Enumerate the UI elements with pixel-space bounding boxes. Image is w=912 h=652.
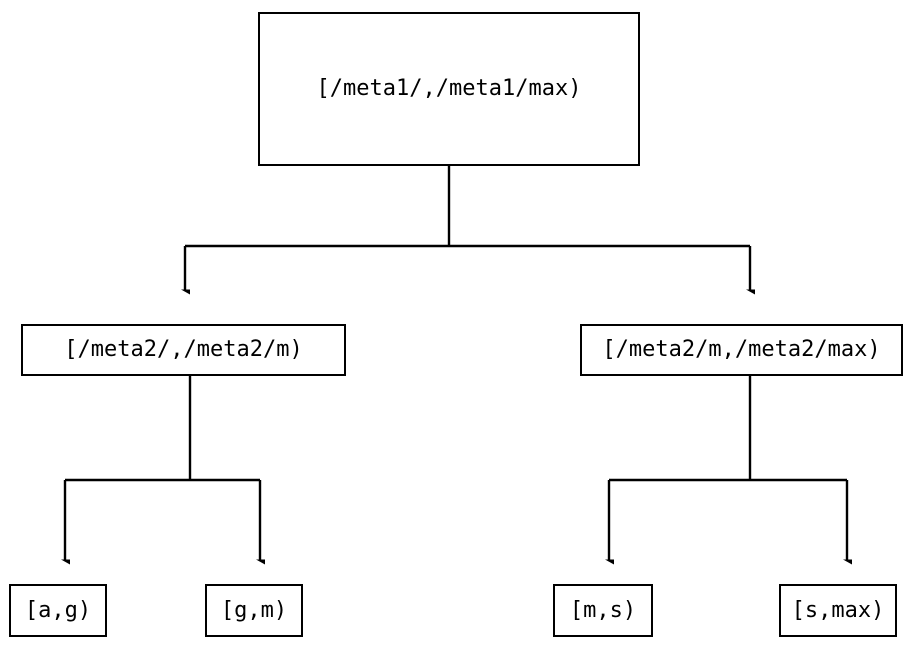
tree-node-root-label: [/meta1/,/meta1/max) <box>316 76 582 101</box>
tree-node-leaf-ag[interactable]: [a,g) <box>9 584 107 637</box>
edge-meta2high-to-leaves <box>609 376 847 561</box>
tree-node-meta2-high-label: [/meta2/m,/meta2/max) <box>602 337 881 362</box>
tree-node-leaf-smax[interactable]: [s,max) <box>779 584 897 637</box>
tree-node-leaf-ms[interactable]: [m,s) <box>553 584 653 637</box>
edge-meta2low-to-leaves <box>65 376 260 561</box>
tree-node-meta2-high[interactable]: [/meta2/m,/meta2/max) <box>580 324 903 376</box>
edge-root-to-level2 <box>185 166 750 291</box>
tree-node-meta2-low[interactable]: [/meta2/,/meta2/m) <box>21 324 346 376</box>
tree-node-leaf-gm-label: [g,m) <box>220 597 288 623</box>
tree-node-leaf-gm[interactable]: [g,m) <box>205 584 303 637</box>
tree-node-leaf-smax-label: [s,max) <box>791 597 885 623</box>
tree-node-meta2-low-label: [/meta2/,/meta2/m) <box>64 337 303 362</box>
tree-node-leaf-ag-label: [a,g) <box>24 597 92 623</box>
tree-node-root[interactable]: [/meta1/,/meta1/max) <box>258 12 640 166</box>
tree-node-leaf-ms-label: [m,s) <box>569 597 637 623</box>
